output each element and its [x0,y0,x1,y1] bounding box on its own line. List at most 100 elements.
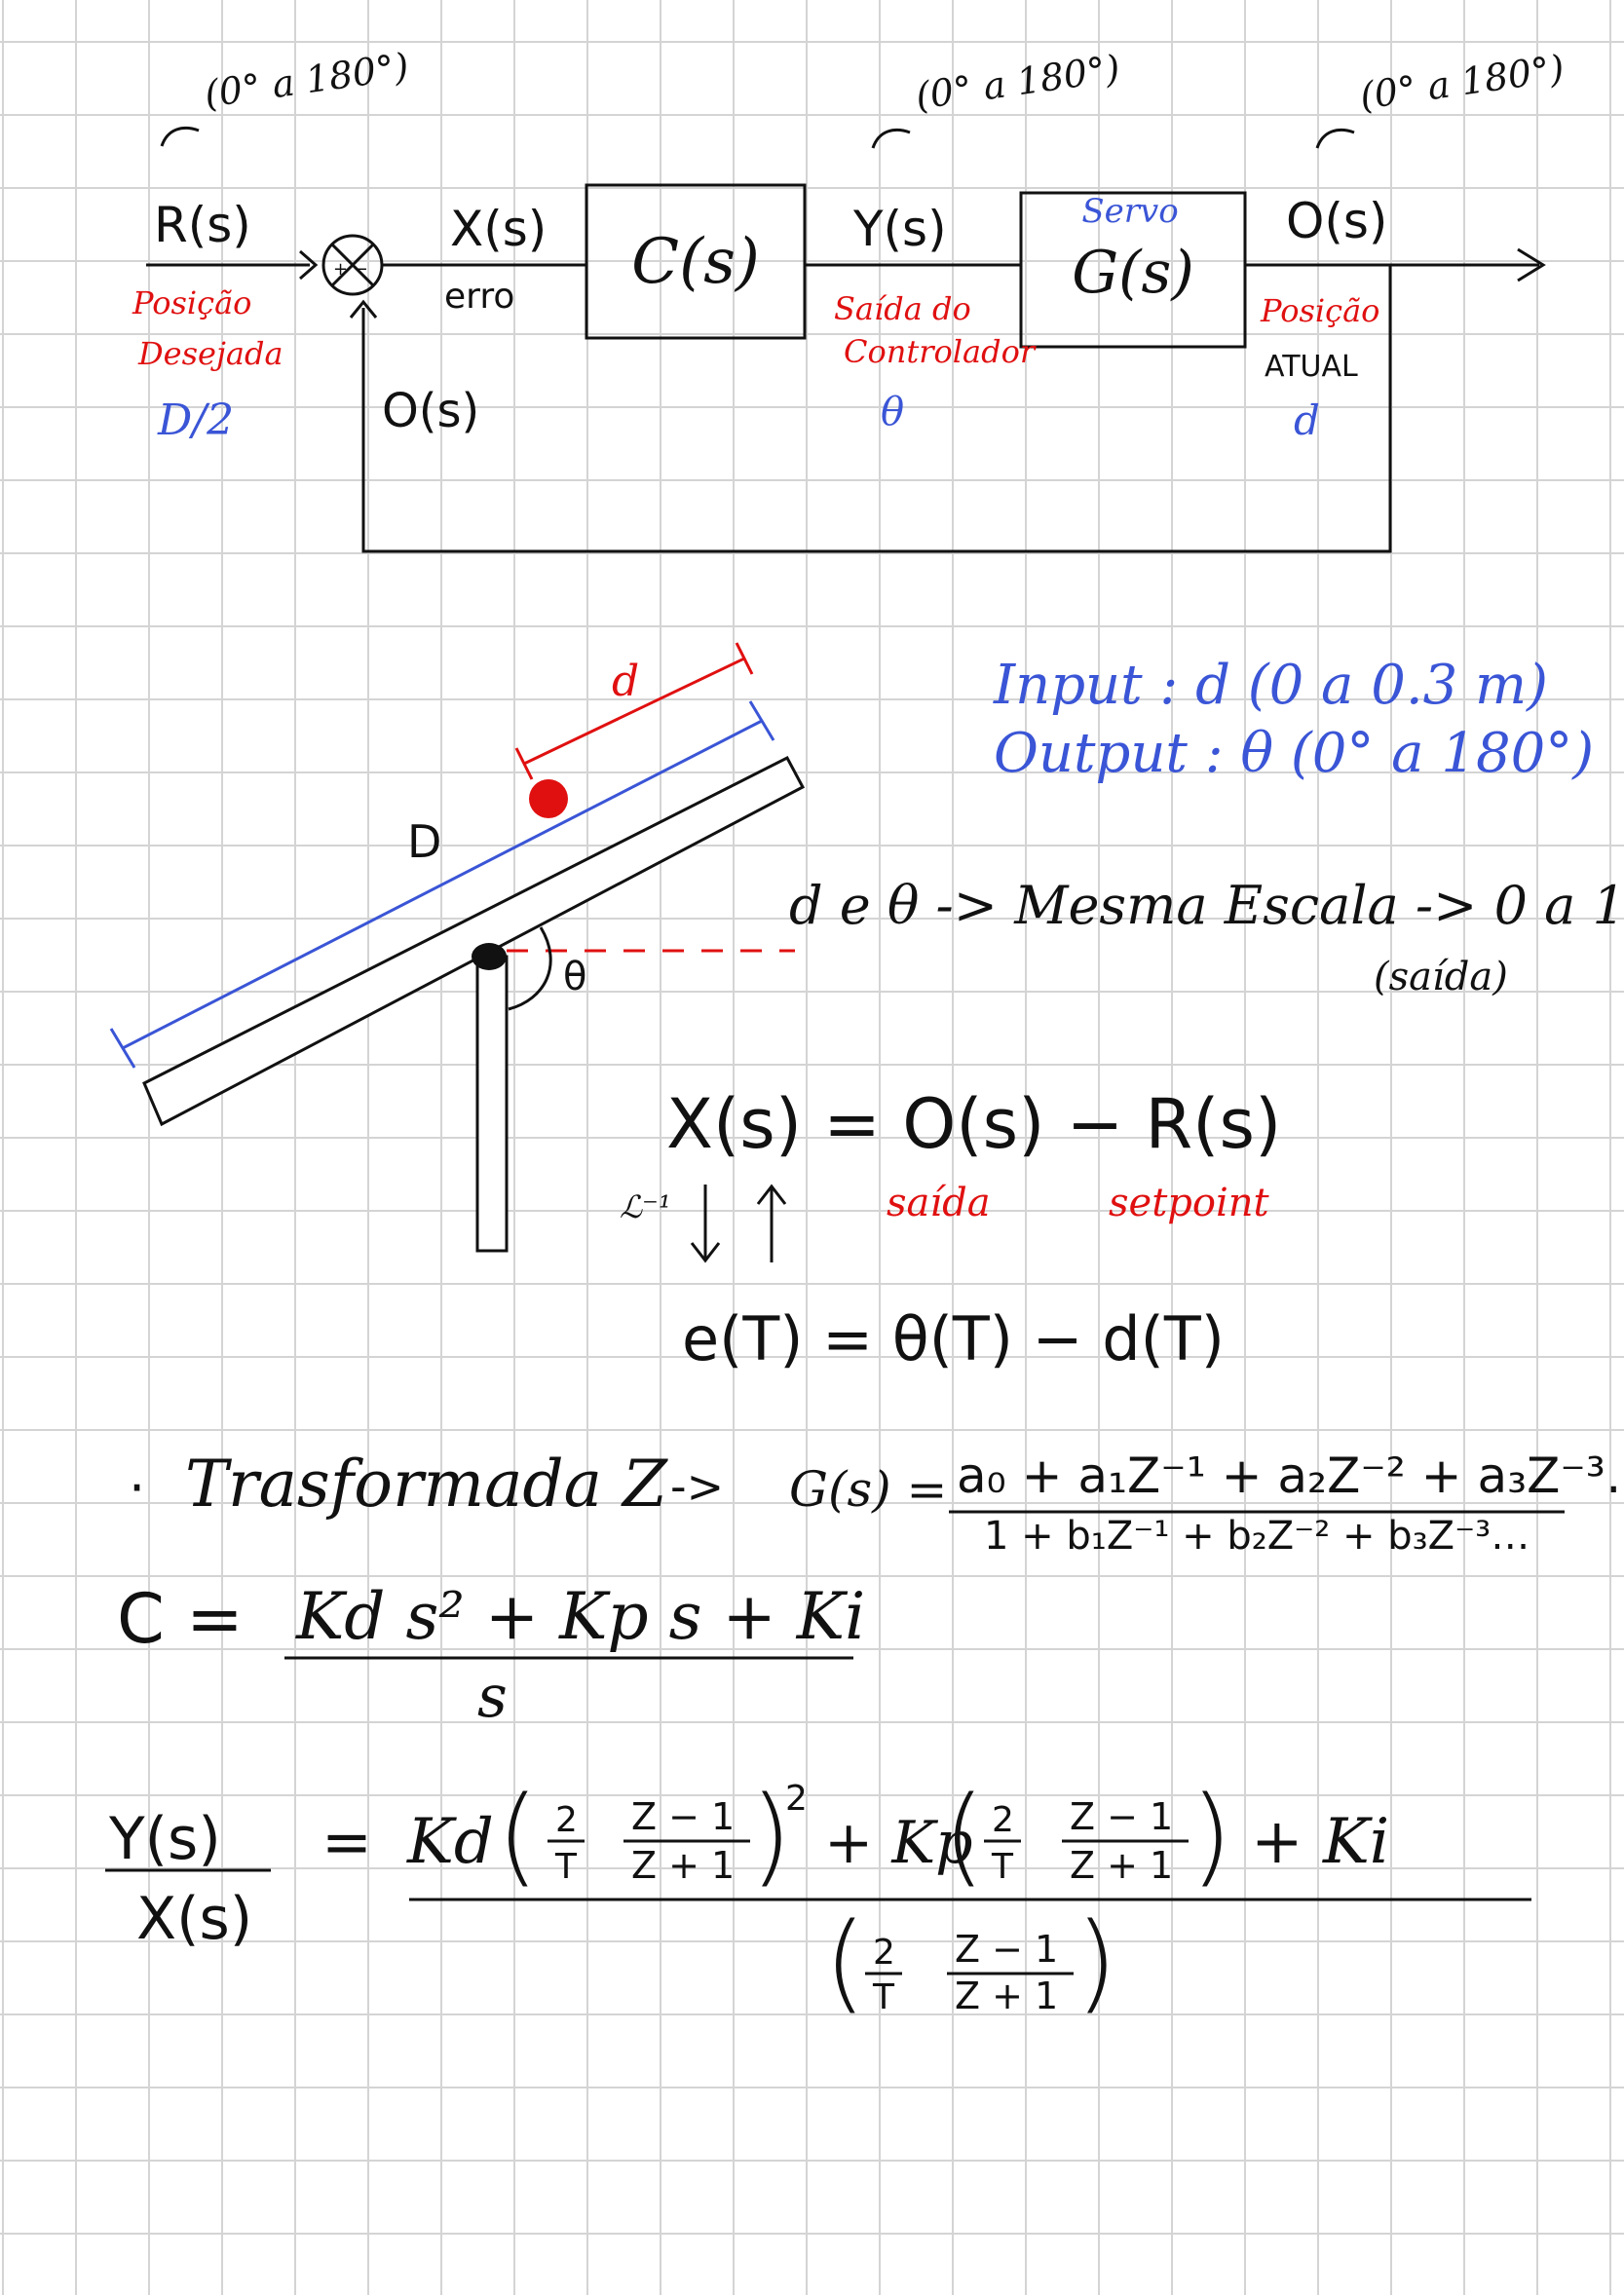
down-arrow-head [690,1242,721,1263]
controller-output-note-line1: Saída do [834,290,971,327]
range-arrow-3 [1315,128,1355,149]
tf-lhs-numerator: Y(s) [108,1805,221,1873]
plant-block-label: G(s) [1072,239,1194,307]
kp-paren-close: ) [1190,1773,1232,1898]
range-label-output: (0° a 180°) [1357,47,1567,118]
output-note-line1: Posição [1260,292,1379,329]
beam-diagram: d D θ [109,642,806,1253]
c-numerator: Kd s² + Kp s + Ki [295,1579,865,1654]
g-numerator: a₀ + a₁Z⁻¹ + a₂Z⁻² + a₃Z⁻³… [957,1448,1624,1504]
controller-output-note-line2: Controlador [844,333,1037,370]
transform-arrow: -> [670,1460,724,1513]
up-arrow-head [756,1184,787,1205]
time-domain-equation: e(T) = θ(T) − d(T) [682,1303,1225,1374]
pivot [472,943,507,970]
kp-t: T [991,1847,1014,1887]
length-tick-left [109,1028,136,1069]
distance-tick-right [735,642,754,675]
c-denominator: s [477,1663,508,1731]
block-diagram-labels: (0° a 180°) (0° a 180°) (0° a 180°) R(s)… [132,45,1567,445]
error-equations: X(s) = O(s) − R(s) saída setpoint ℒ⁻¹ e(… [620,1084,1281,1374]
io-notes: Input : d (0 a 0.3 m) Output : θ (0° a 1… [789,654,1624,999]
output-note-line2: ATUAL [1265,350,1358,384]
kd-paren-open: ( [497,1773,539,1898]
den-t: T [872,1977,895,2017]
output-value: d [1294,396,1320,444]
length-label: D [407,815,441,868]
g-lhs: G(s) = [789,1461,947,1518]
beam [142,755,806,1127]
range-arrow-2 [871,128,911,149]
kd-two: 2 [555,1800,578,1840]
scale-note: d e θ -> Mesma Escala -> 0 a 180 [789,875,1624,936]
den-paren-open: ( [824,1900,866,2024]
inverse-laplace-label: ℒ⁻¹ [620,1188,671,1225]
z-transform-section: · Trasformada Z -> G(s) = a₀ + a₁Z⁻¹ + a… [129,1447,1624,1559]
input-arrowhead [299,249,319,281]
den-zp1: Z + 1 [955,1975,1058,2017]
controller-output-label: Y(s) [852,201,947,257]
g-denominator: 1 + b₁Z⁻¹ + b₂Z⁻² + b₃Z⁻³… [984,1514,1530,1559]
kp-two: 2 [992,1800,1014,1840]
kp-zm1: Z − 1 [1070,1795,1173,1838]
output-range-note: Output : θ (0° a 180°) [994,722,1594,785]
controller-equation: C = Kd s² + Kp s + Ki s [117,1579,865,1731]
discrete-transfer-function: Y(s) X(s) = Kd ( 2 T Z − 1 Z + 1 ) 2 + K… [105,1773,1531,2024]
angle-label: θ [563,955,586,999]
scale-sub-note: (saída) [1374,955,1508,999]
plant-block [1019,191,1247,349]
summing-cross-b [330,243,375,287]
input-note-line1: Posição [132,284,251,321]
feedback-path [361,265,1392,553]
kd-zm1: Z − 1 [631,1795,735,1838]
ki-term: + Ki [1251,1806,1389,1878]
kp-zp1: Z + 1 [1070,1844,1173,1887]
output-arrowhead [1517,247,1546,282]
bullet-point: · [129,1457,145,1519]
plant-title: Servo [1081,192,1178,231]
kp-term: + Kp [824,1809,973,1877]
output-signal-label: O(s) [1286,193,1387,249]
den-two: 2 [873,1933,895,1973]
feedback-arrowhead [349,299,378,319]
c-lhs: C = [117,1579,244,1659]
length-tick-right [748,700,775,741]
distance-label: d [612,657,639,706]
setpoint-annotation: setpoint [1109,1181,1270,1225]
feedback-signal-label: O(s) [382,384,479,438]
controller-output-value: θ [881,390,904,434]
den-paren-close: ) [1076,1900,1117,2024]
length-dimension-line [122,719,763,1050]
input-value: D/2 [157,395,234,445]
distance-tick-left [514,747,534,780]
range-label-controller: (0° a 180°) [913,47,1122,118]
angle-arc [508,926,552,1011]
block-diagram [146,126,1546,553]
transform-label: Trasformada Z [185,1447,668,1522]
input-range-note: Input : d (0 a 0.3 m) [993,654,1548,717]
kd-term: Kd [406,1806,494,1878]
summer-signs: + − [333,259,368,280]
error-note: erro [444,277,514,317]
kd-zp1: Z + 1 [631,1844,735,1887]
output-annotation: saída [887,1181,991,1225]
range-label-input: (0° a 180°) [202,45,411,116]
tf-lhs-denominator: X(s) [136,1885,252,1953]
distance-dimension-line [523,657,745,766]
error-equation: X(s) = O(s) − R(s) [666,1084,1281,1164]
tf-equals: = [321,1806,372,1877]
den-zm1: Z − 1 [955,1928,1058,1971]
kd-square: 2 [785,1779,808,1819]
transform-arrows [690,1184,787,1263]
error-signal-label: X(s) [450,201,547,257]
ball [529,779,568,818]
support-post [475,955,509,1253]
controller-block-label: C(s) [631,226,760,298]
kd-paren-close: ) [750,1773,792,1898]
controller-block [585,183,807,340]
input-signal-label: R(s) [154,197,251,253]
range-arrow-1 [160,126,200,147]
input-note-line2: Desejada [137,335,283,372]
